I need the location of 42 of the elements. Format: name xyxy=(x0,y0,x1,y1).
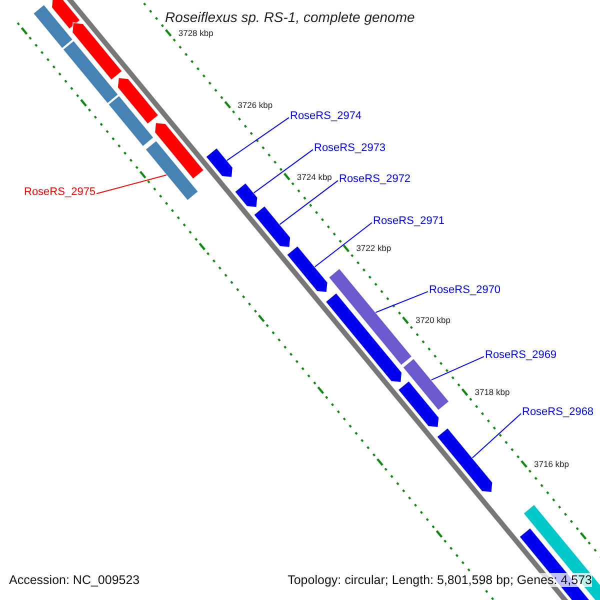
scale-label: 3722 kbp xyxy=(356,244,392,254)
gene-bar xyxy=(62,40,119,104)
accession-text: Accession: NC_009523 xyxy=(9,573,140,588)
gene-label: RoseRS_2973 xyxy=(314,142,386,155)
gene-bar xyxy=(108,95,154,148)
scale-label: 3726 kbp xyxy=(238,100,273,110)
leader-line xyxy=(96,174,167,194)
gene-label: RoseRS_2974 xyxy=(290,110,362,123)
gene-feature xyxy=(286,245,328,293)
gene-bar xyxy=(328,268,413,366)
gene-feature xyxy=(436,427,494,493)
gene-feature xyxy=(234,182,258,208)
gene-bar xyxy=(32,4,74,50)
scale-label: 3718 kbp xyxy=(474,388,510,398)
gene-feature xyxy=(397,380,440,428)
gene-label: RoseRS_2970 xyxy=(429,284,501,297)
leader-line xyxy=(472,413,522,458)
scale-label: 3728 kbp xyxy=(178,28,214,39)
title: Roseiflexus sp. RS-1, complete genome xyxy=(165,9,415,26)
gene-label: RoseRS_2972 xyxy=(339,173,411,186)
gene-label: RoseRS_2969 xyxy=(485,349,557,362)
genome-summary-text: Topology: circular; Length: 5,801,598 bp; Genes: 4,573 xyxy=(288,573,592,588)
gene-label: RoseRS_2975 xyxy=(24,186,96,199)
gene-label: RoseRS_2971 xyxy=(373,215,445,228)
gene-feature xyxy=(51,0,81,30)
gene-feature xyxy=(253,205,291,248)
leader-line xyxy=(279,180,338,225)
leader-line xyxy=(314,222,372,268)
scale-label: 3716 kbp xyxy=(534,460,569,470)
leader-line xyxy=(226,117,290,161)
gene-label: RoseRS_2968 xyxy=(522,406,594,419)
leader-line xyxy=(430,356,484,380)
scale-label: 3724 kbp xyxy=(296,172,332,182)
gene-feature xyxy=(72,22,123,81)
gene-bar xyxy=(402,358,450,411)
gene-feature xyxy=(154,122,204,180)
gene-feature xyxy=(117,77,160,125)
leader-line xyxy=(253,149,314,194)
leader-line xyxy=(375,291,428,313)
gene-bar xyxy=(144,140,199,202)
gene-feature xyxy=(324,292,402,383)
scale-label: 3720 kbp xyxy=(415,316,450,326)
